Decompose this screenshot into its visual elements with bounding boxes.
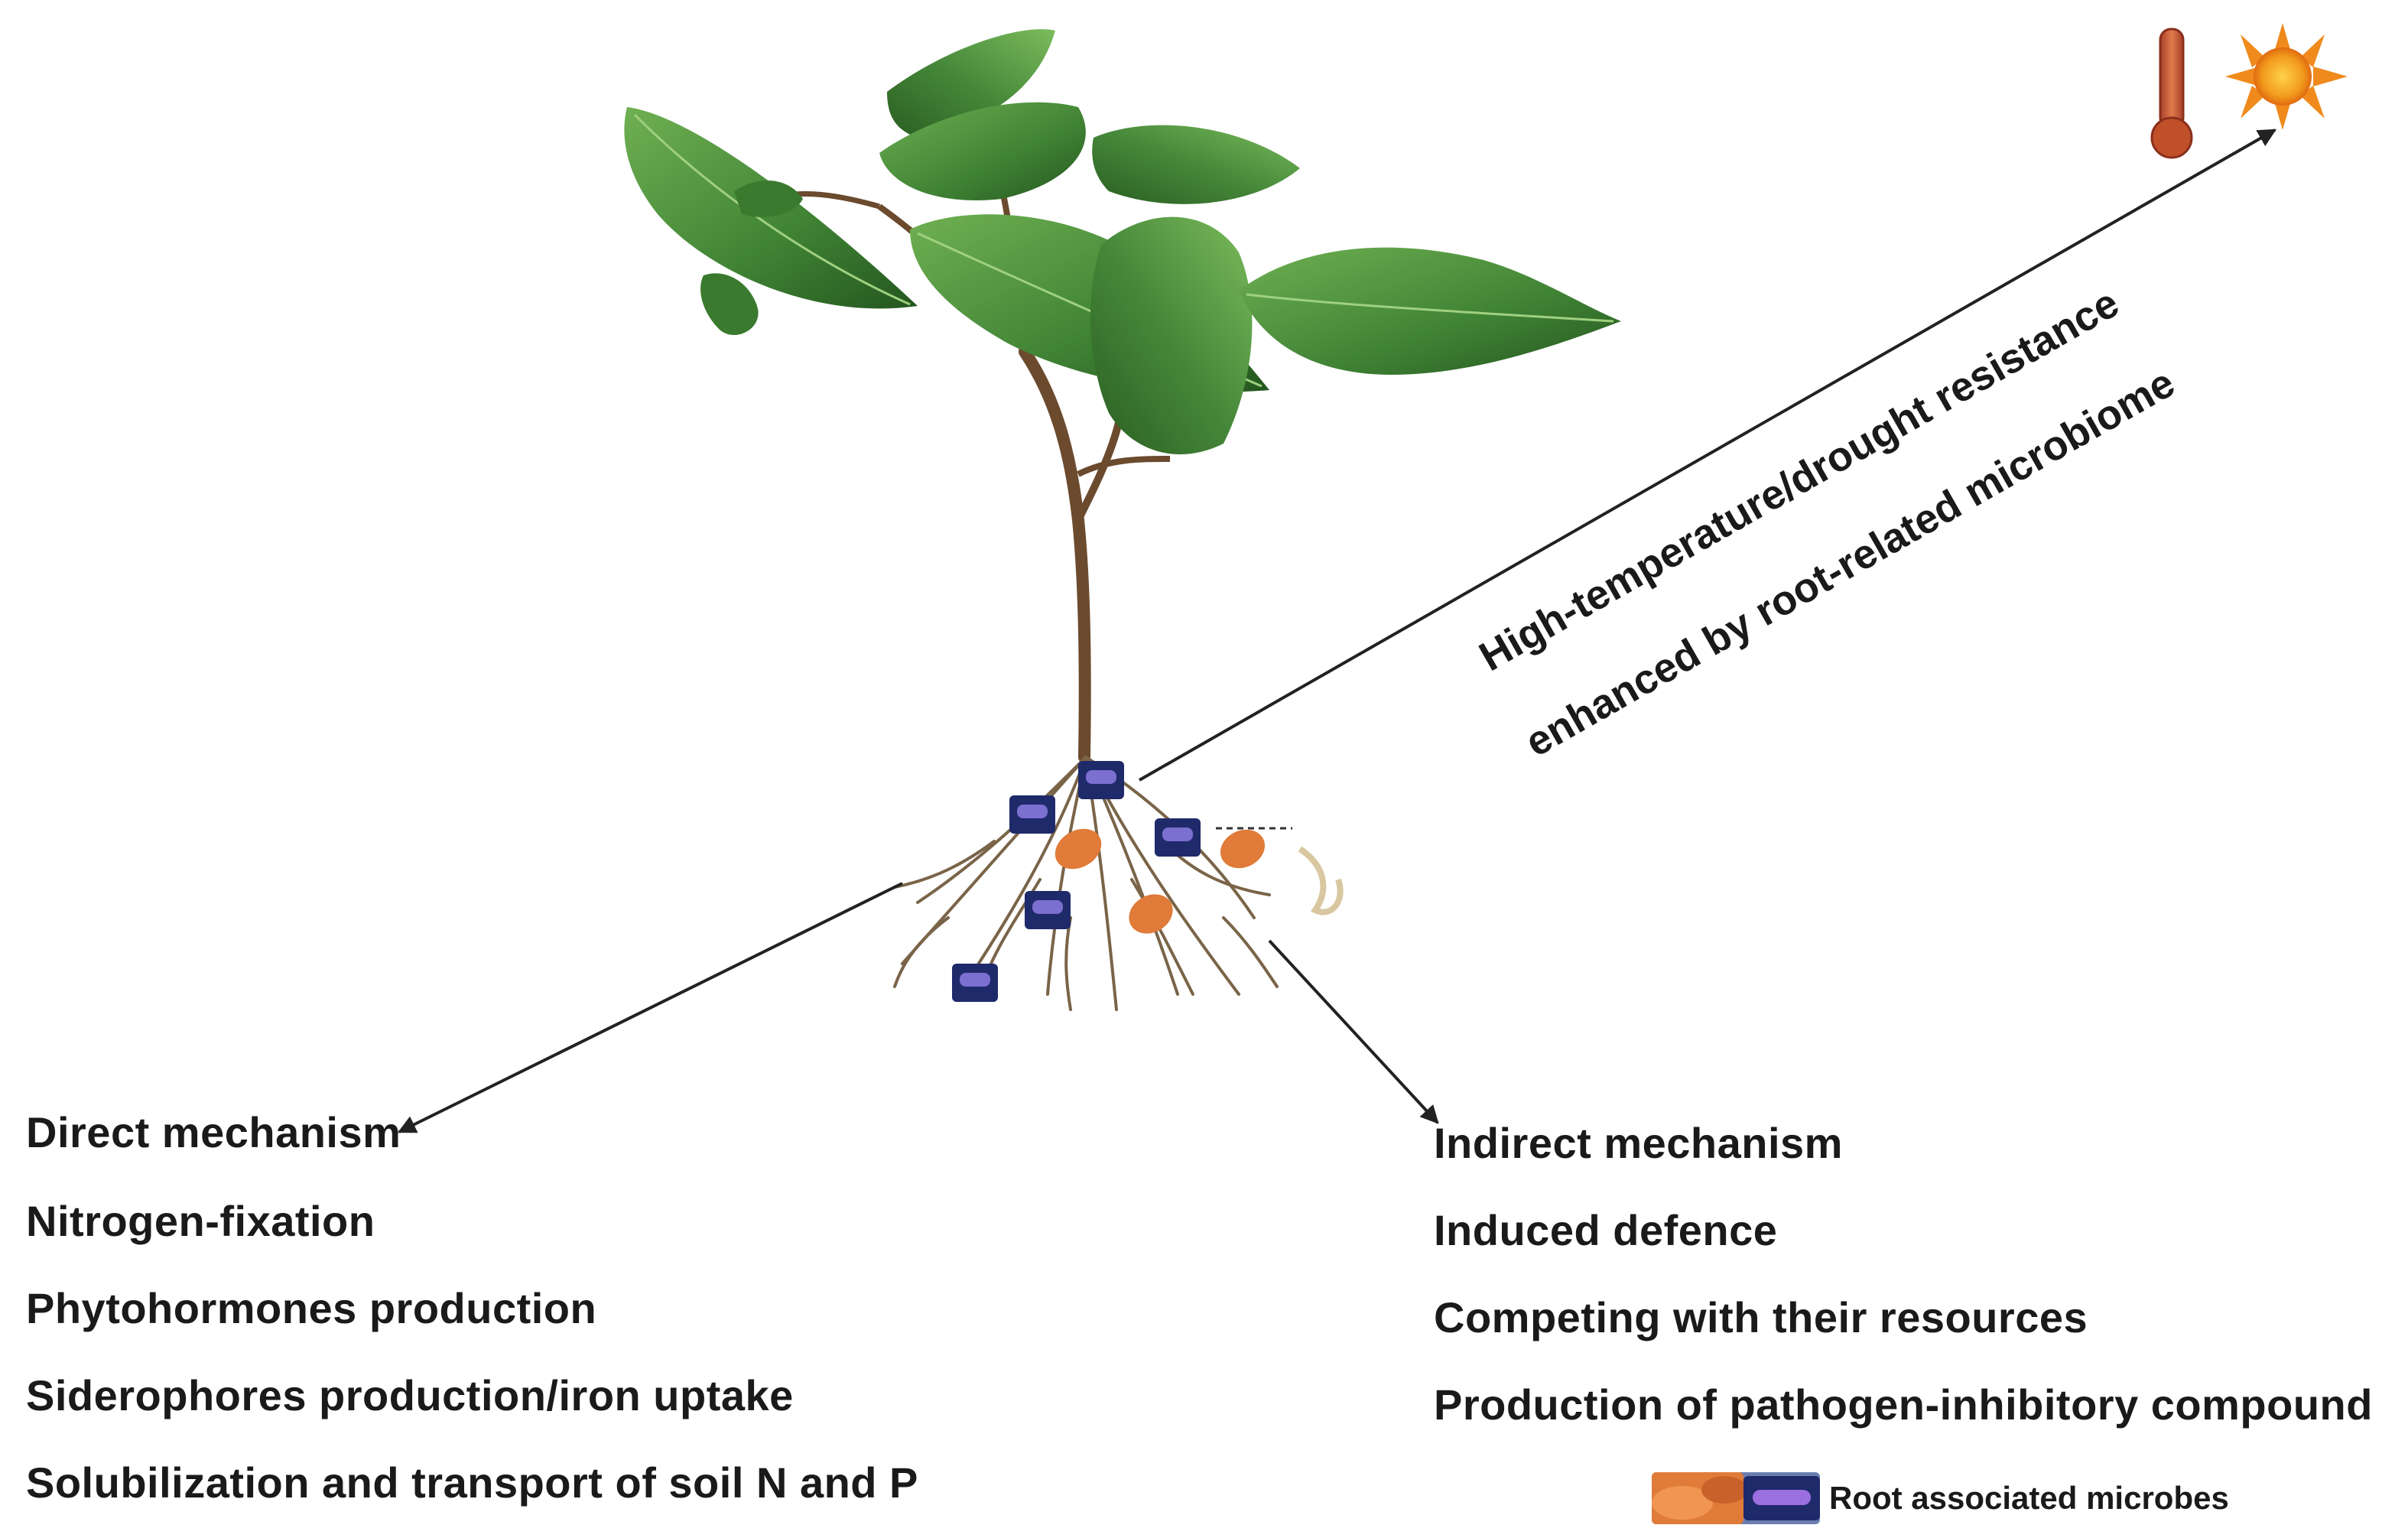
root-microbes bbox=[952, 761, 1266, 1002]
leaf bbox=[700, 273, 759, 336]
indirect-heading: Indirect mechanism bbox=[1434, 1119, 1843, 1167]
direct-heading: Direct mechanism bbox=[26, 1108, 401, 1156]
microbe-square bbox=[952, 964, 998, 1002]
legend-microbe-icon bbox=[1652, 1472, 1820, 1524]
microbe-square bbox=[1025, 891, 1071, 929]
microbe-square bbox=[1155, 818, 1201, 857]
indirect-item: Competing with their resources bbox=[1434, 1293, 2088, 1341]
direct-item: Siderophores production/iron uptake bbox=[26, 1371, 794, 1419]
direct-item: Phytohormones production bbox=[26, 1284, 597, 1332]
leaf bbox=[1239, 247, 1621, 375]
leaf bbox=[734, 180, 803, 217]
leaf bbox=[1090, 216, 1253, 455]
arrow-to-stress bbox=[1139, 128, 2277, 782]
arrow-to-indirect bbox=[1268, 939, 1439, 1124]
microbe-square bbox=[1078, 761, 1124, 799]
plant bbox=[624, 29, 1621, 763]
indirect-item: Induced defence bbox=[1434, 1206, 1778, 1254]
microbe-orange bbox=[1220, 829, 1266, 869]
sun-icon bbox=[2225, 23, 2348, 130]
direct-item: Nitrogen-fixation bbox=[26, 1197, 375, 1245]
direct-item: Solubilization and transport of soil N a… bbox=[26, 1458, 918, 1507]
indirect-item: Production of pathogen-inhibitory compou… bbox=[1434, 1380, 2373, 1429]
root-fragment bbox=[1298, 846, 1344, 915]
legend-label: Root associated microbes bbox=[1829, 1480, 2229, 1516]
plant-stem bbox=[1019, 346, 1091, 763]
microbe-orange bbox=[1055, 828, 1102, 870]
microbe-orange bbox=[1129, 894, 1173, 934]
thermometer-icon bbox=[2150, 28, 2193, 159]
leaf bbox=[879, 102, 1086, 200]
arrow-to-direct bbox=[397, 882, 903, 1133]
leaf bbox=[1092, 125, 1300, 204]
leaf bbox=[887, 29, 1055, 138]
microbe-square bbox=[1009, 795, 1055, 834]
